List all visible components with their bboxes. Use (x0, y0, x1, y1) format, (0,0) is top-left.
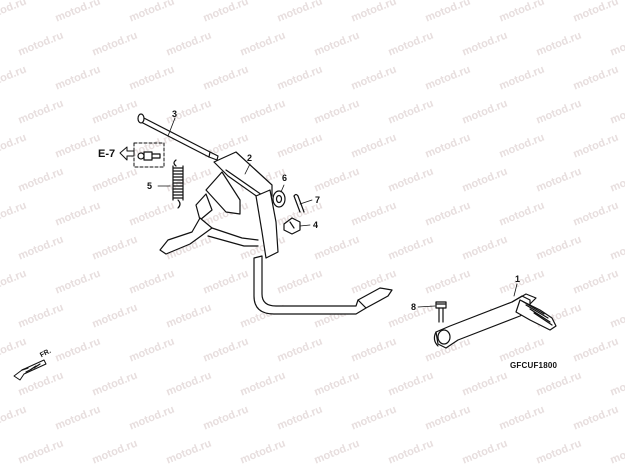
callout-8: 8 (411, 302, 417, 312)
callout-4: 4 (313, 220, 319, 230)
stand-return-spring-drawing (172, 159, 184, 209)
stand-pivot-shaft-drawing (137, 113, 219, 161)
callout-7: 7 (315, 195, 321, 205)
kick-arm-bolt-drawing (435, 301, 447, 323)
kick-starter-arm-drawing (433, 293, 557, 349)
e7-bolt-drawing (137, 151, 161, 161)
callout-2: 2 (247, 153, 253, 163)
diagram-code: GFCUF1800 (510, 361, 558, 370)
callout-1: 1 (515, 274, 521, 284)
main-stand-drawing (159, 151, 393, 315)
washer-drawing (272, 190, 286, 208)
callout-5: 5 (147, 181, 153, 191)
callout-3: 3 (172, 109, 178, 119)
callout-6: 6 (282, 173, 288, 183)
reference-label: E-7 (98, 148, 116, 160)
